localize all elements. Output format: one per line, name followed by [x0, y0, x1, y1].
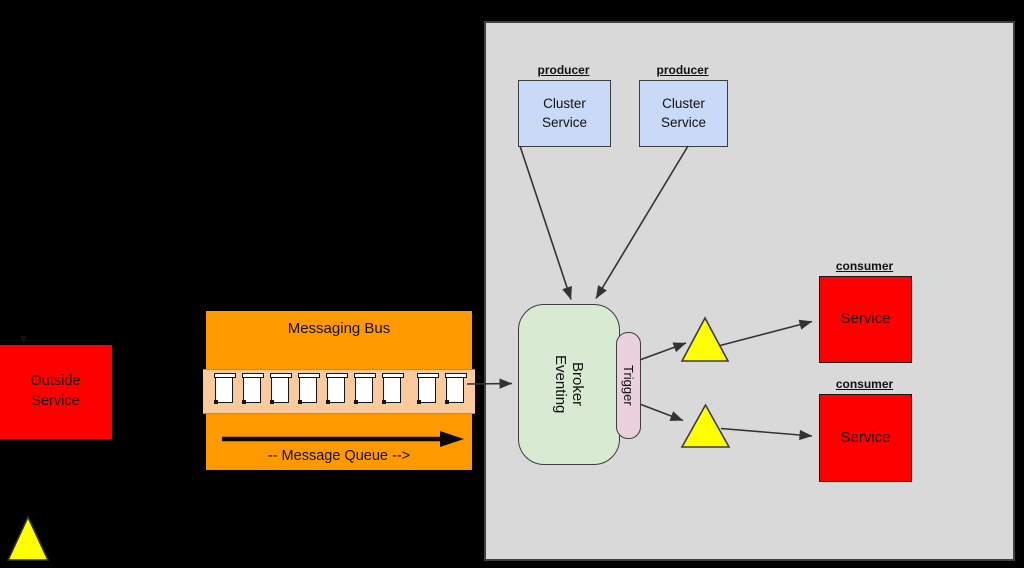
producer-box-1: Cluster Service	[518, 80, 611, 147]
outside-service-label: Outside Service	[30, 373, 81, 409]
producer-box-1-label: Cluster Service	[541, 96, 587, 130]
message-icon	[213, 373, 237, 405]
consumer-box-1-label: Service	[840, 310, 891, 328]
message-icon	[381, 373, 405, 405]
consumer-box-1: Service	[819, 276, 912, 363]
message-queue-label: -- Message Queue -->	[267, 448, 411, 464]
message-icon	[353, 373, 377, 405]
message-icon	[416, 373, 440, 405]
producer-tag-2: producer	[656, 63, 709, 77]
producer-box-2: Cluster Service	[639, 80, 728, 147]
eventing-broker-label: Eventing Broker	[552, 355, 586, 414]
consumer-box-2: Service	[819, 394, 912, 482]
consumer-box-2-label: Service	[840, 428, 891, 446]
message-icon	[269, 373, 293, 405]
producer-box-2-label: Cluster Service	[660, 96, 706, 130]
messaging-bus: Messaging Bus -- Message Queue -->	[203, 308, 475, 473]
message-icon	[444, 373, 468, 405]
consumer-tag-1: consumer	[835, 259, 894, 273]
outside-service-box: Outside Service	[0, 343, 114, 441]
eventing-broker-box: Eventing Broker	[518, 304, 620, 465]
message-queue-band	[203, 369, 475, 414]
trigger-pill: Trigger	[616, 332, 641, 439]
consumer-tag-2: consumer	[835, 377, 894, 391]
trigger-label: Trigger	[621, 365, 636, 406]
producer-tag-1: producer	[537, 63, 590, 77]
message-icon	[325, 373, 349, 405]
message-icon	[241, 373, 265, 405]
message-icon	[297, 373, 321, 405]
messaging-bus-title: Messaging Bus	[287, 320, 391, 337]
legend-trigger-triangle	[6, 515, 50, 561]
